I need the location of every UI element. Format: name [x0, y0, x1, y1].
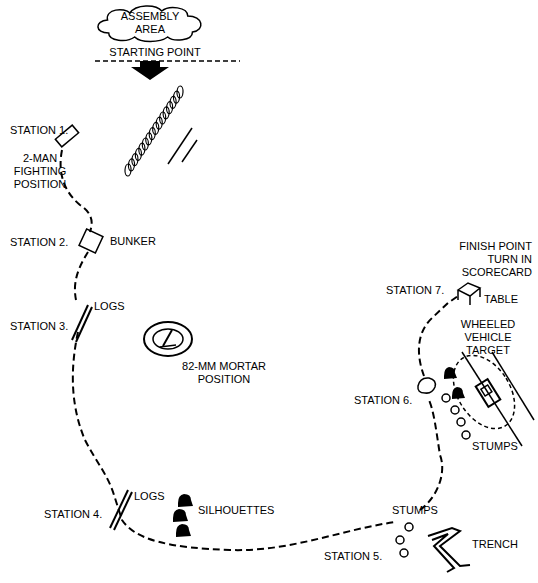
map-label: TRENCH	[472, 538, 518, 551]
mortar-pit	[144, 322, 192, 356]
area-name: ASSEMBLY AREA	[120, 10, 180, 36]
stump	[462, 431, 470, 439]
silhouettes	[444, 367, 465, 399]
stump	[451, 406, 459, 414]
map-label: STATION 7.	[386, 284, 444, 297]
map-label: 82-MM MORTAR POSITION	[176, 360, 272, 386]
map-label: STATION 5.	[324, 550, 382, 563]
map-label: STUMPS	[472, 440, 518, 453]
map-label: LOGS	[94, 300, 125, 313]
rock	[418, 378, 436, 393]
vehicle-target	[476, 379, 501, 407]
stump	[405, 523, 413, 531]
mortar-base	[160, 345, 176, 347]
silhouettes	[173, 494, 193, 537]
log	[76, 307, 92, 342]
map-label: STATION 2.	[10, 236, 68, 249]
map-label: STATION 1.	[10, 124, 68, 137]
log	[114, 492, 132, 530]
map-label: BUNKER	[110, 235, 156, 248]
map-label: STATION 3.	[10, 320, 68, 333]
cloud-area: ASSEMBLY AREA	[91, 3, 209, 43]
vehicle-cab	[481, 385, 492, 396]
concertina-wire	[125, 164, 132, 176]
map-label: FINISH POINT TURN IN SCORECARD	[430, 240, 532, 279]
start-line	[95, 60, 240, 62]
road-edge	[492, 352, 534, 420]
mortar-pit	[153, 329, 183, 349]
stump	[442, 394, 450, 402]
trench	[428, 528, 470, 572]
road-edge	[462, 352, 522, 446]
bunker-symbol	[79, 229, 103, 253]
table-symbol	[458, 283, 480, 305]
stump	[457, 418, 465, 426]
map-label: SILHOUETTES	[198, 504, 274, 517]
wire-line	[182, 140, 197, 162]
course-route	[61, 150, 458, 550]
map-label: STATION 4.	[44, 508, 102, 521]
map-label: LOGS	[134, 490, 165, 503]
target-circle	[441, 344, 527, 439]
map-label: STATION 6.	[354, 394, 412, 407]
log	[110, 490, 128, 528]
stump	[396, 536, 404, 544]
wire-line	[168, 128, 192, 164]
start-arrow	[131, 61, 169, 80]
start-label: STARTING POINT	[105, 46, 205, 59]
map-label: TABLE	[484, 293, 518, 306]
stump	[400, 549, 408, 557]
map-label: 2-MAN FIGHTING POSITION	[8, 152, 72, 191]
map-label: STUMPS	[392, 504, 438, 517]
map-label: WHEELED VEHICLE TARGET	[442, 318, 534, 357]
mortar-tube	[163, 330, 172, 346]
